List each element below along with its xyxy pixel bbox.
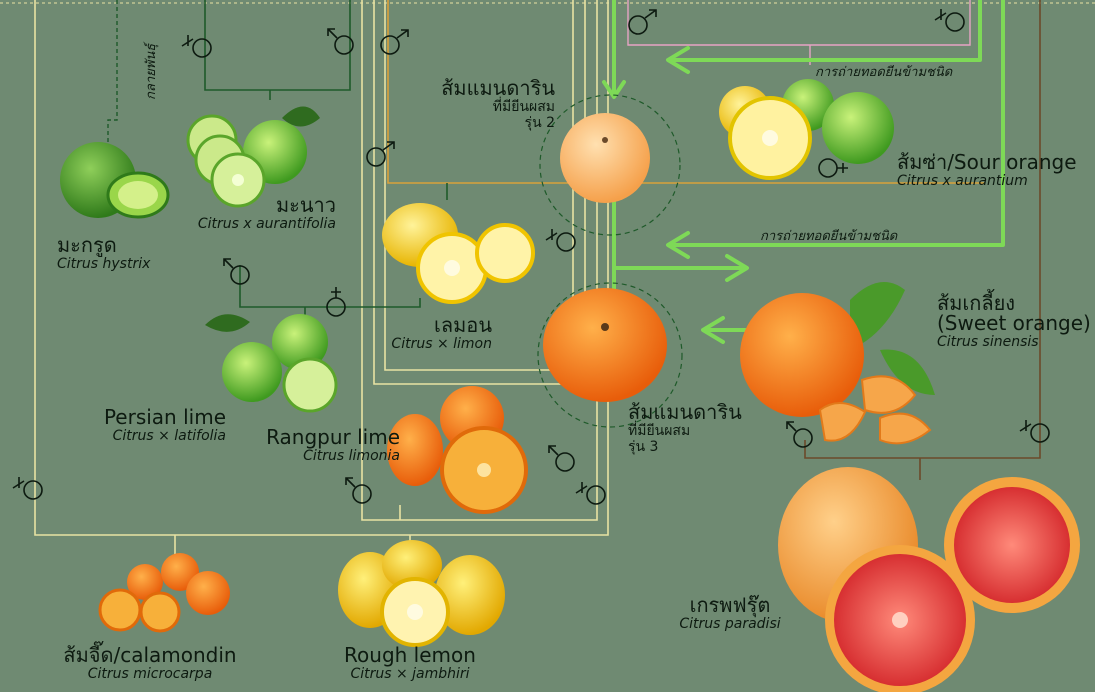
calamondin-common-name: ส้มจี๊ด/calamondin xyxy=(45,645,255,665)
female-symbol xyxy=(576,482,605,504)
rough-lemon-common-name: Rough lemon xyxy=(330,645,490,665)
male-symbol xyxy=(346,478,371,503)
grapefruit-common-name: เกรพฟรุ๊ต xyxy=(670,595,790,615)
mutation-note: กลายพันธุ์ xyxy=(140,44,161,100)
sweet-orange-image xyxy=(740,282,935,443)
mandarin-gen3-image xyxy=(543,288,667,402)
calamondin-image xyxy=(100,553,230,631)
kaffir-lime-sci-name: Citrus hystrix xyxy=(57,257,150,271)
lemon-common-name: เลมอน xyxy=(380,315,492,335)
grapefruit-image xyxy=(778,467,1080,692)
sweet-orange-line1: ส้มเกลี้ยง xyxy=(937,293,1091,313)
mandarin-gen2-line3: รุ่น 2 xyxy=(400,116,555,130)
female-symbol xyxy=(546,229,575,251)
rough-lemon-sci-name: Citrus × jambhiri xyxy=(330,667,490,681)
female-symbol xyxy=(935,9,964,31)
rangpur-lime-image xyxy=(387,386,526,512)
rough-lemon-label: Rough lemon Citrus × jambhiri xyxy=(330,645,490,681)
mandarin-gen3-line1: ส้มแมนดาริน xyxy=(628,402,742,422)
grapefruit-label: เกรพฟรุ๊ต Citrus paradisi xyxy=(670,595,790,631)
sweet-orange-line2: (Sweet orange) xyxy=(937,313,1091,333)
mandarin-gen2-line2: ที่มียีนผสม xyxy=(400,100,555,114)
male-symbol xyxy=(787,422,812,447)
introgression-note-top: การถ่ายทอดยีนข้ามชนิด xyxy=(815,66,952,79)
mandarin-gen2-line1: ส้มแมนดาริน xyxy=(400,78,555,98)
lemon-image xyxy=(382,203,533,302)
kaffir-lime-image xyxy=(60,142,168,218)
persian-lime-sci-name: Citrus × latifolia xyxy=(90,429,226,443)
male-symbol xyxy=(367,142,394,166)
lime-common-name: มะนาว xyxy=(170,195,336,215)
sour-orange-label: ส้มซ่า/Sour orange Citrus x aurantium xyxy=(897,152,1077,188)
mandarin-gen2-label: ส้มแมนดาริน ที่มียีนผสม รุ่น 2 xyxy=(400,78,555,130)
rangpur-lime-common-name: Rangpur lime xyxy=(255,427,400,447)
lime-image xyxy=(188,107,320,207)
female-symbol xyxy=(182,35,211,57)
mandarin-gen3-line2: ที่มียีนผสม xyxy=(628,424,742,438)
mandarin-gen3-line3: รุ่น 3 xyxy=(628,440,742,454)
sweet-orange-label: ส้มเกลี้ยง (Sweet orange) Citrus sinensi… xyxy=(937,293,1091,349)
persian-lime-common-name: Persian lime xyxy=(90,407,226,427)
rangpur-lime-label: Rangpur lime Citrus limonia xyxy=(255,427,400,463)
sour-orange-sci-name: Citrus x aurantium xyxy=(897,174,1077,188)
female-symbol xyxy=(13,477,42,499)
male-symbol xyxy=(224,259,249,284)
persian-lime-image xyxy=(205,314,336,411)
rough-lemon-image xyxy=(338,540,505,645)
lemon-label: เลมอน Citrus × limon xyxy=(380,315,492,351)
female-symbol xyxy=(1020,420,1049,442)
sweet-orange-sci-name: Citrus sinensis xyxy=(937,335,1091,349)
male-symbol xyxy=(629,10,656,34)
kaffir-lime-common-name: มะกรูด xyxy=(57,235,150,255)
male-symbol xyxy=(549,446,574,471)
lime-label: มะนาว Citrus x aurantifolia xyxy=(170,195,336,231)
mandarin-gen3-label: ส้มแมนดาริน ที่มียีนผสม รุ่น 3 xyxy=(628,402,742,454)
introgression-note-middle: การถ่ายทอดยีนข้ามชนิด xyxy=(760,230,897,243)
sour-orange-common-name: ส้มซ่า/Sour orange xyxy=(897,152,1077,172)
calamondin-sci-name: Citrus microcarpa xyxy=(45,667,255,681)
sour-orange-image xyxy=(719,79,894,178)
lemon-sci-name: Citrus × limon xyxy=(380,337,492,351)
calamondin-label: ส้มจี๊ด/calamondin Citrus microcarpa xyxy=(45,645,255,681)
female-symbol xyxy=(819,159,848,177)
rangpur-lime-sci-name: Citrus limonia xyxy=(255,449,400,463)
persian-lime-label: Persian lime Citrus × latifolia xyxy=(90,407,226,443)
grapefruit-sci-name: Citrus paradisi xyxy=(670,617,790,631)
kaffir-lime-label: มะกรูด Citrus hystrix xyxy=(57,235,150,271)
lime-sci-name: Citrus x aurantifolia xyxy=(170,217,336,231)
female-symbol xyxy=(327,287,345,316)
mandarin-gen2-image xyxy=(560,113,650,203)
